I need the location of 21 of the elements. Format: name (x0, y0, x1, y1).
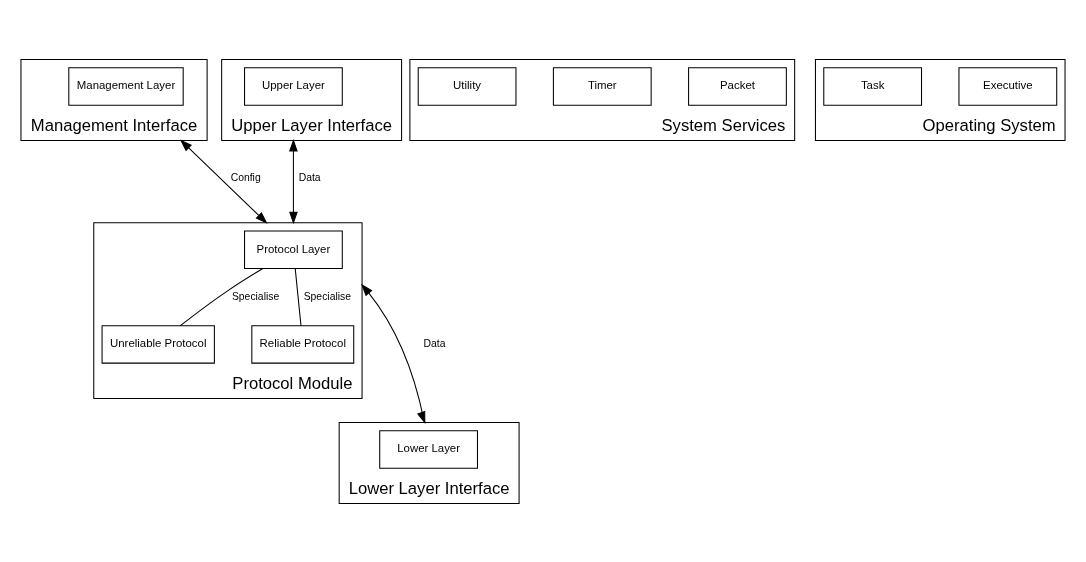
edge-label: Config (230, 171, 261, 183)
node-box: Reliable Protocol (251, 324, 355, 364)
node-box: Executive (958, 66, 1058, 106)
edge-label: Specialise (303, 290, 351, 302)
connector (179, 267, 264, 326)
edge-label: Data (298, 171, 321, 183)
edge-label: Data (423, 337, 446, 349)
connector (294, 267, 302, 326)
node-box: Utility (417, 66, 517, 106)
arrow (289, 138, 298, 224)
node-box: Protocol Layer (244, 230, 343, 269)
edge-label: Specialise (231, 290, 280, 302)
node-box: Packet (688, 66, 787, 106)
arrow (179, 139, 268, 224)
node-box: Upper Layer (244, 66, 343, 106)
node-box: Timer (552, 66, 652, 106)
node-box: Management Layer (68, 66, 184, 106)
node-box: Lower Layer (379, 429, 478, 469)
node-box: Unreliable Protocol (101, 324, 215, 364)
arrow (361, 283, 426, 424)
node-box: Task (823, 66, 923, 106)
